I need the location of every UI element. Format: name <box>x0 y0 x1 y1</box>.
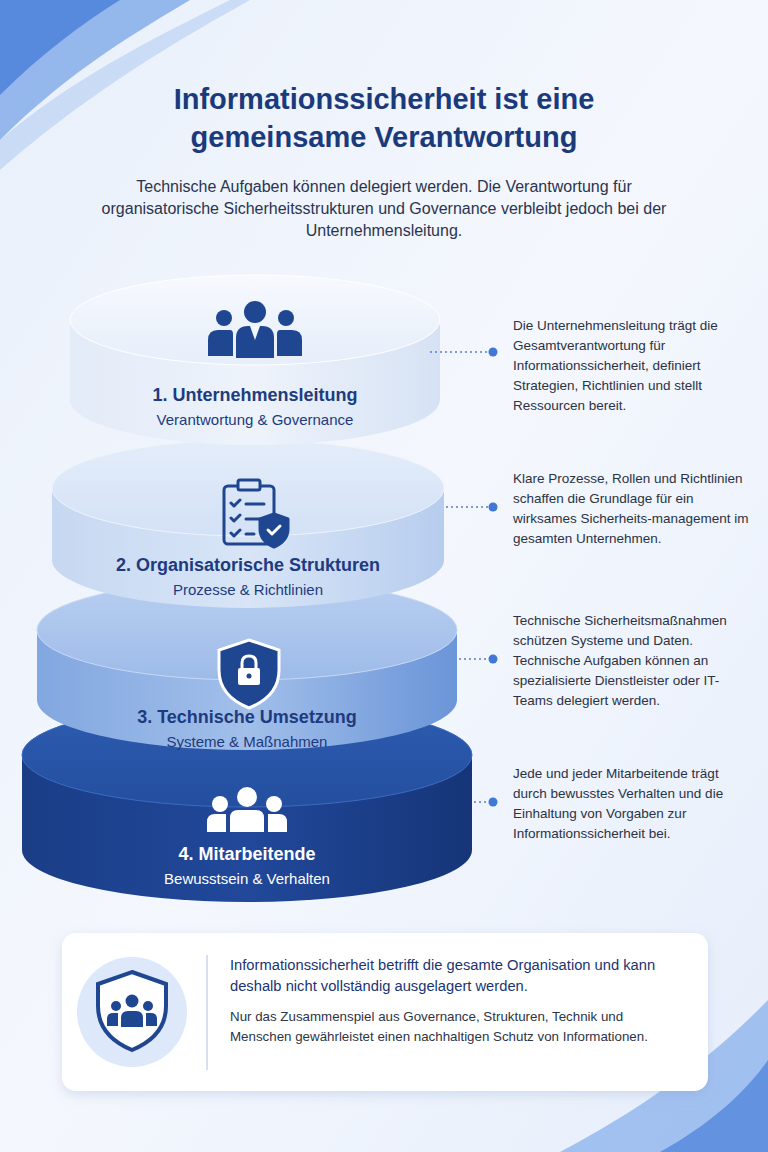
disc-level: 3. Technische UmsetzungSysteme & Maßnahm… <box>57 706 437 752</box>
leader-dot <box>489 348 498 807</box>
disc-level: 4. MitarbeitendeBewusstsein & Verhalten <box>47 843 447 889</box>
subtitle: Technische Aufgaben können delegiert wer… <box>84 176 684 242</box>
disc-level: 2. Organisatorische StrukturenProzesse &… <box>63 554 433 600</box>
description-note: Technische Sicherheitsmaßnahmen schützen… <box>513 611 753 711</box>
team-icon <box>207 787 287 832</box>
level-subheading: Systeme & Maßnahmen <box>57 731 437 752</box>
info-panel: Informationssicherheit betrifft die gesa… <box>62 933 708 1091</box>
shield-team-icon <box>98 972 166 1050</box>
level-subheading: Bewusstsein & Verhalten <box>47 868 447 889</box>
people-icon <box>208 301 302 358</box>
leader-line <box>430 352 489 802</box>
panel-divider <box>206 955 208 1070</box>
cylinder-disc <box>52 440 444 608</box>
disc-level: 1. UnternehmensleitungVerantwortung & Go… <box>85 384 425 430</box>
cylinder-disc <box>70 275 440 445</box>
level-heading: 2. Organisatorische Strukturen <box>63 554 433 577</box>
shield-lock-icon <box>219 640 279 708</box>
info-panel <box>62 933 708 1091</box>
description-note: Klare Prozesse, Rollen und Richtlinien s… <box>513 469 753 549</box>
panel-icon-circle <box>77 957 187 1067</box>
panel-body: Nur das Zusammenspiel aus Governance, St… <box>230 1007 680 1046</box>
description-note: Jede und jeder Mitarbeitende trägt durch… <box>513 764 753 844</box>
panel-statement: Informationssicherheit betrifft die gesa… <box>230 955 680 997</box>
level-heading: 4. Mitarbeitende <box>47 843 447 866</box>
checklist-icon <box>224 480 288 547</box>
level-subheading: Prozesse & Richtlinien <box>63 579 433 600</box>
level-heading: 3. Technische Umsetzung <box>57 706 437 729</box>
title: Informationssicherheit ist eine gemeinsa… <box>40 80 728 156</box>
description-note: Die Unternehmensleitung trägt die Gesamt… <box>513 316 753 416</box>
level-subheading: Verantwortung & Governance <box>85 409 425 430</box>
level-heading: 1. Unternehmensleitung <box>85 384 425 407</box>
